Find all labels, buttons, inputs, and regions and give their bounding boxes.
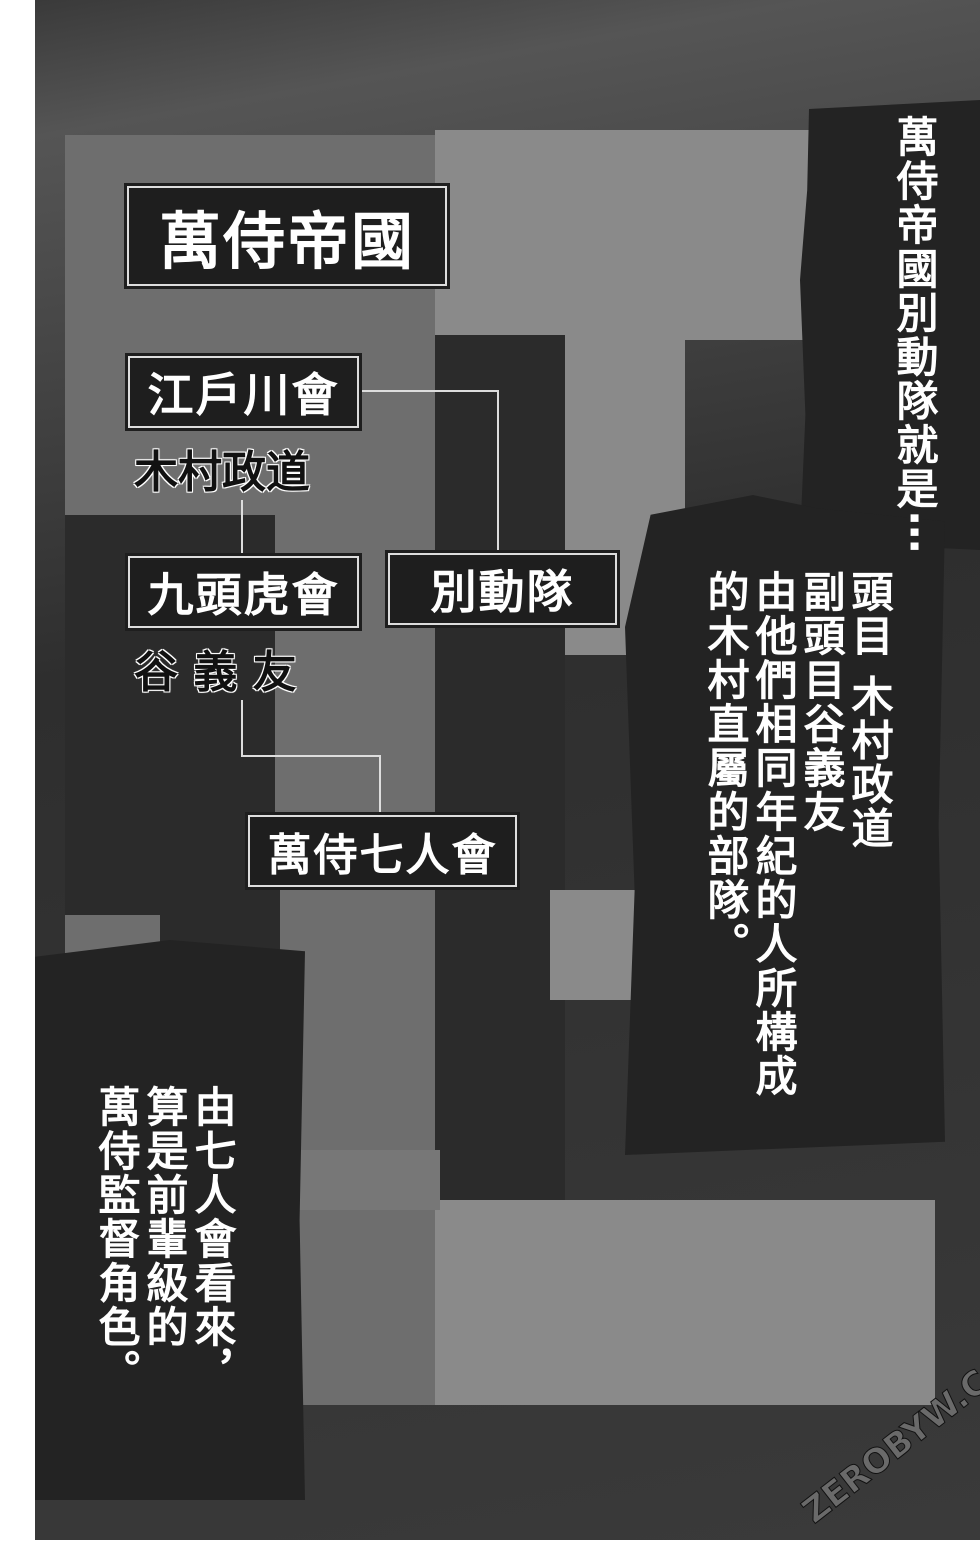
background-panel bbox=[435, 130, 810, 340]
caption-line: 由他們相同年紀的人所構成 bbox=[749, 570, 798, 1098]
leader-edogawa: 木村政道 bbox=[134, 447, 310, 498]
caption-line: 頭目 木村政道 bbox=[845, 570, 894, 851]
node-kuzutora: 九頭虎會 bbox=[125, 553, 362, 631]
connector-line bbox=[497, 390, 499, 555]
caption-line: 算是前輩級的 bbox=[140, 1085, 189, 1349]
caption-line: 由七人會看來， bbox=[188, 1085, 237, 1393]
connector-line bbox=[241, 755, 381, 757]
caption-right-top: 萬侍帝國別動隊就是⋯ bbox=[890, 115, 939, 555]
background-panel bbox=[280, 1150, 440, 1210]
node-betsudoutai: 別動隊 bbox=[385, 550, 620, 628]
connector-line bbox=[357, 390, 499, 392]
leader-kuzutora: 谷 義 友 bbox=[134, 647, 297, 698]
connector-line bbox=[241, 500, 243, 555]
caption-line: 的木村直屬的部隊。 bbox=[701, 570, 750, 966]
caption-bg bbox=[35, 940, 305, 1500]
background-panel bbox=[435, 1200, 935, 1405]
chart-title: 萬侍帝國 bbox=[124, 183, 450, 289]
connector-line bbox=[379, 755, 381, 815]
caption-line: 萬侍監督角色。 bbox=[92, 1085, 141, 1393]
connector-line bbox=[241, 700, 243, 756]
node-edogawa: 江戶川會 bbox=[125, 353, 362, 431]
caption-bg bbox=[625, 495, 945, 1155]
node-shichinin: 萬侍七人會 bbox=[245, 812, 520, 890]
caption-bg bbox=[800, 100, 980, 550]
caption-line: 副頭目谷義友 bbox=[797, 570, 846, 834]
